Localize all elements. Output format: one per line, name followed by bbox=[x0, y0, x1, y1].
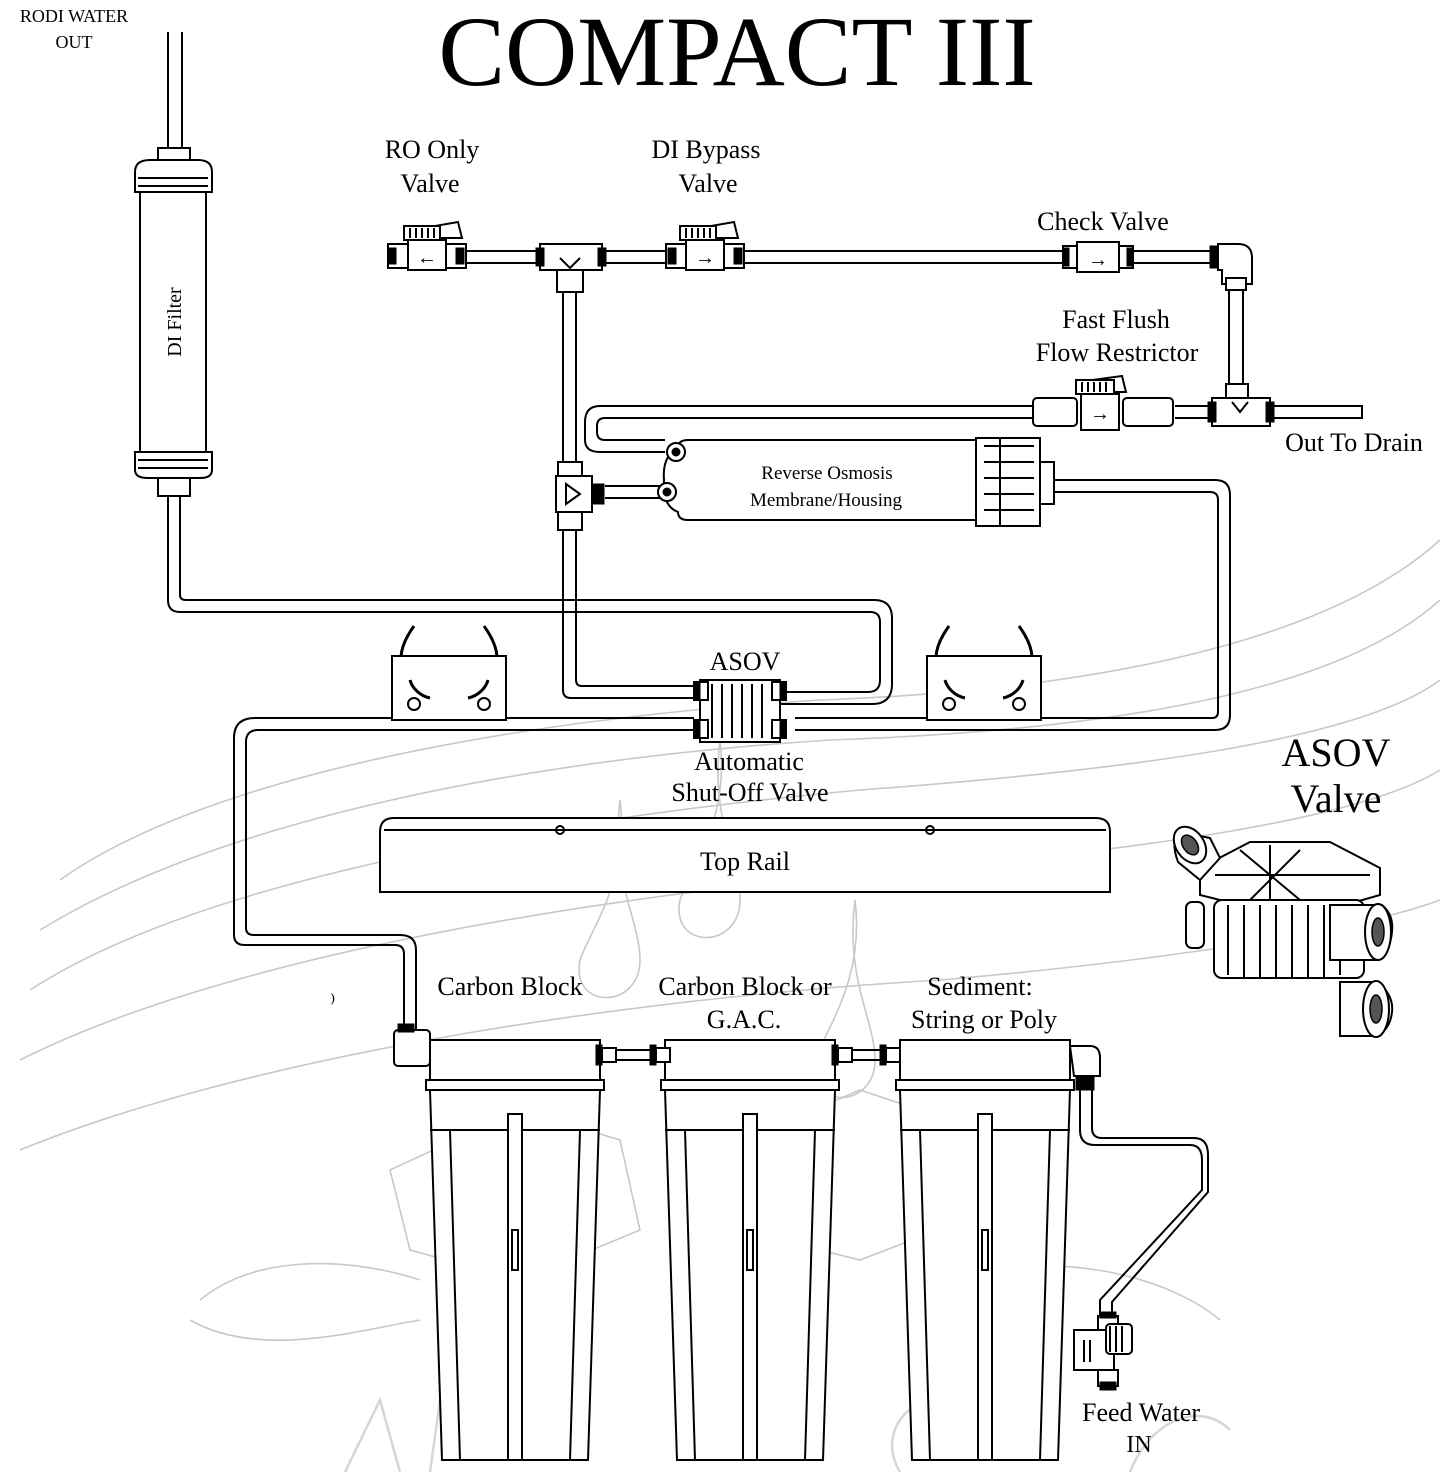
ro-membrane-label-line2: Membrane/Housing bbox=[750, 490, 902, 511]
carbon-block-label: Carbon Block bbox=[437, 972, 582, 1001]
top-tee-fitting bbox=[535, 243, 607, 293]
rodi-water-out-label-line2: OUT bbox=[56, 32, 93, 52]
sediment-label: Sediment: bbox=[927, 972, 1032, 1001]
asov-valve-illustration bbox=[1172, 825, 1394, 1038]
arrow-right-icon: → bbox=[695, 247, 715, 269]
arrow-left-icon: ← bbox=[417, 247, 437, 269]
ro-only-valve[interactable]: ← bbox=[387, 220, 467, 271]
carbon-block-gac-label: Carbon Block or bbox=[658, 972, 832, 1001]
tubing bbox=[167, 32, 1363, 1320]
di-filter: DI Filter bbox=[134, 147, 213, 497]
di-bypass-valve-label: DI Bypass bbox=[651, 135, 760, 164]
ro-only-valve-label-line2: Valve bbox=[400, 169, 459, 198]
elbow-fitting bbox=[1209, 243, 1253, 291]
feed-water-label-line2: IN bbox=[1126, 1432, 1151, 1458]
fast-flush-label-line2: Flow Restrictor bbox=[1036, 338, 1199, 367]
check-valve: → bbox=[1062, 241, 1134, 273]
feed-water-valve[interactable] bbox=[1073, 1311, 1133, 1391]
out-to-drain-label: Out To Drain bbox=[1285, 428, 1423, 457]
ro-tee-fitting bbox=[555, 461, 605, 531]
diagram-title: COMPACT III bbox=[438, 0, 1035, 107]
ro-membrane-label: Reverse Osmosis bbox=[761, 463, 892, 484]
di-bypass-valve-label-line2: Valve bbox=[678, 169, 737, 198]
membrane-clip-right bbox=[925, 624, 1043, 722]
asov-description: Automatic bbox=[694, 747, 804, 776]
arrow-right-icon: → bbox=[1090, 403, 1110, 425]
top-rail-label: Top Rail bbox=[700, 847, 790, 876]
feed-water-label: Feed Water bbox=[1082, 1398, 1200, 1427]
di-filter-label: DI Filter bbox=[164, 287, 186, 357]
ro-membrane-housing: Reverse Osmosis Membrane/Housing bbox=[657, 437, 1055, 527]
arrow-right-icon: → bbox=[1088, 249, 1108, 271]
ro-only-valve-label: RO Only bbox=[385, 135, 480, 164]
asov-description-line2: Shut-Off Valve bbox=[671, 778, 828, 807]
asov-valve-heading: ASOV bbox=[1282, 730, 1391, 775]
asov-valve bbox=[693, 679, 787, 743]
fast-flush-flow-restrictor[interactable]: → bbox=[1032, 374, 1174, 431]
membrane-clip-left bbox=[390, 624, 508, 722]
carbon-block-canister bbox=[393, 1023, 605, 1461]
carbon-block-gac-label-line2: G.A.C. bbox=[707, 1005, 781, 1034]
di-bypass-valve[interactable]: → bbox=[665, 220, 745, 271]
rodi-water-out-label: RODI WATER bbox=[20, 6, 128, 26]
water-drop-icon: ⁾ bbox=[330, 990, 335, 1015]
top-rail: Top Rail bbox=[379, 817, 1111, 893]
asov-valve-heading-line2: Valve bbox=[1290, 776, 1381, 821]
drain-tee-fitting bbox=[1207, 383, 1275, 427]
check-valve-label: Check Valve bbox=[1037, 207, 1169, 236]
sediment-label-line2: String or Poly bbox=[911, 1005, 1057, 1034]
sediment-canister bbox=[895, 1039, 1101, 1461]
carbon-block-gac-canister bbox=[660, 1039, 840, 1461]
fast-flush-label: Fast Flush bbox=[1062, 305, 1170, 334]
asov-label: ASOV bbox=[710, 647, 781, 676]
